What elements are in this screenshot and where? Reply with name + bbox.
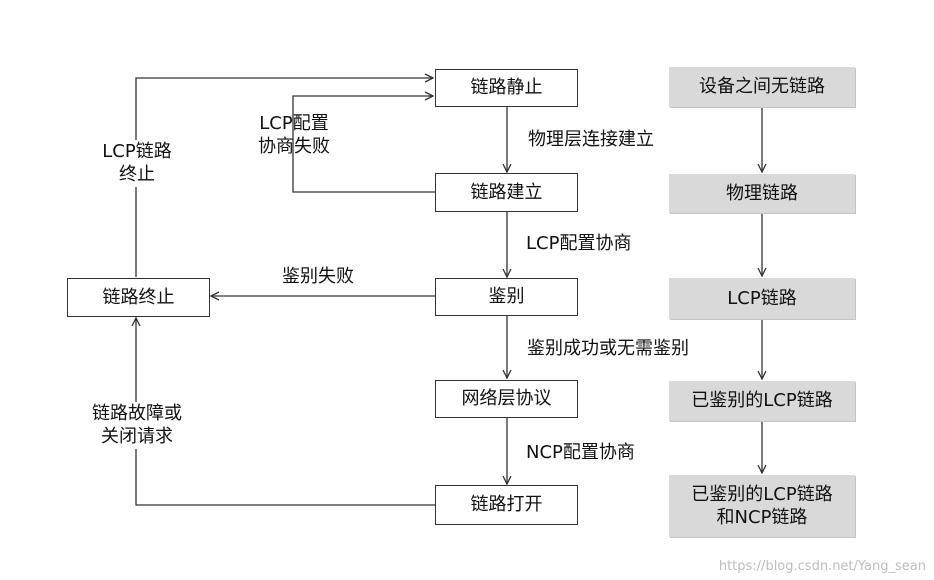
arrow-lcp-failed-loop — [292, 96, 435, 193]
state-lcp-link: LCP链路 — [669, 278, 855, 319]
edge-label-auth-success: 鉴别成功或无需鉴别 — [527, 338, 689, 359]
node-link-open: 链路打开 — [435, 485, 578, 525]
edge-label-auth-failed: 鉴别失败 — [282, 266, 354, 287]
node-link-dead-label: 链路静止 — [470, 77, 543, 99]
edge-label-fault: 链路故障或 关闭请求 — [80, 402, 194, 449]
edge-label-lcp-terminate: LCP链路 终止 — [92, 140, 182, 187]
node-network-protocol: 网络层协议 — [435, 380, 578, 418]
state-lcp-link-label: LCP链路 — [727, 287, 797, 309]
edge-label-fault-line2: 关闭请求 — [101, 426, 173, 448]
arrow-terminate-to-dead — [135, 78, 433, 277]
node-network-protocol-label: 网络层协议 — [461, 388, 552, 410]
edge-label-physical: 物理层连接建立 — [528, 129, 654, 150]
arrow-fault-to-terminate — [136, 318, 435, 506]
state-auth-lcp-link-label: 已鉴别的LCP链路 — [691, 390, 833, 412]
node-authenticate: 鉴别 — [435, 278, 578, 316]
edge-label-lcp-failed-line2: 协商失败 — [258, 136, 330, 158]
node-link-dead: 链路静止 — [435, 69, 578, 107]
node-link-terminate: 链路终止 — [67, 278, 210, 317]
edge-label-fault-line1: 链路故障或 — [92, 403, 182, 424]
edge-label-lcp-failed: LCP配置 协商失败 — [248, 112, 340, 159]
edge-label-lcp-terminate-line1: LCP链路 — [102, 141, 172, 162]
state-physical-link: 物理链路 — [669, 174, 855, 213]
state-no-link-label: 设备之间无链路 — [699, 76, 825, 98]
state-physical-link-label: 物理链路 — [726, 182, 798, 204]
node-authenticate-label: 鉴别 — [488, 286, 525, 308]
state-full-link-line2: 和NCP链路 — [716, 507, 808, 528]
state-no-link: 设备之间无链路 — [669, 67, 855, 107]
edge-label-lcp-negotiation: LCP配置协商 — [526, 233, 632, 254]
edge-label-ncp-negotiation: NCP配置协商 — [526, 442, 635, 463]
state-full-link: 已鉴别的LCP链路 和NCP链路 — [669, 475, 855, 537]
edge-label-lcp-terminate-line2: 终止 — [119, 164, 155, 186]
watermark: https://blog.csdn.net/Yang_sean — [718, 559, 926, 574]
node-link-establish: 链路建立 — [435, 173, 578, 212]
edge-label-lcp-failed-line1: LCP配置 — [259, 113, 329, 134]
node-link-terminate-label: 链路终止 — [102, 286, 175, 308]
state-auth-lcp-link: 已鉴别的LCP链路 — [669, 381, 855, 421]
state-full-link-line1: 已鉴别的LCP链路 — [691, 483, 833, 505]
node-link-establish-label: 链路建立 — [470, 181, 543, 203]
node-link-open-label: 链路打开 — [470, 494, 543, 516]
